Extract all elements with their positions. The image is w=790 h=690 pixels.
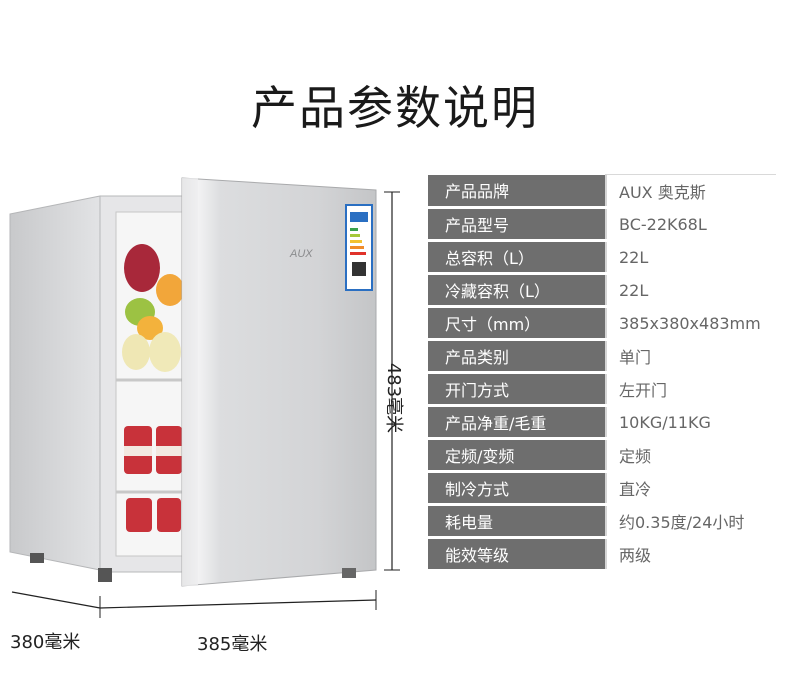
spec-value: 两级 xyxy=(606,537,776,572)
spec-key: 产品型号 xyxy=(428,207,607,242)
spec-key: 产品类别 xyxy=(428,339,607,374)
depth-dimension-line xyxy=(11,591,101,609)
width-dimension-line xyxy=(99,599,377,609)
spec-value: 22L xyxy=(606,273,776,308)
spec-value: BC-22K68L xyxy=(606,207,776,242)
spec-value: 约0.35度/24小时 xyxy=(606,504,776,539)
spec-value: 单门 xyxy=(606,339,776,374)
spec-key: 能效等级 xyxy=(428,537,607,572)
spec-key: 产品净重/毛重 xyxy=(428,405,607,440)
width-label: 385毫米 xyxy=(197,634,268,655)
height-label: 483毫米 xyxy=(383,362,405,434)
spec-row: 产品类别单门 xyxy=(428,339,776,374)
spec-value: AUX 奥克斯 xyxy=(606,174,776,209)
brand-logo: AUX xyxy=(289,248,313,260)
spec-value: 直冷 xyxy=(606,471,776,506)
spec-row: 能效等级两级 xyxy=(428,537,776,572)
spec-value: 385x380x483mm xyxy=(606,306,776,341)
spec-key: 制冷方式 xyxy=(428,471,607,506)
spec-key: 产品品牌 xyxy=(428,174,607,209)
spec-value: 定频 xyxy=(606,438,776,473)
cabinet-side xyxy=(9,195,101,571)
spec-key: 耗电量 xyxy=(428,504,607,539)
spec-row: 耗电量约0.35度/24小时 xyxy=(428,504,776,539)
spec-row: 开门方式左开门 xyxy=(428,372,776,407)
spec-key: 总容积（L） xyxy=(428,240,607,275)
spec-row: 总容积（L）22L xyxy=(428,240,776,275)
fridge-drawing: AUX xyxy=(9,177,400,618)
spec-row: 定频/变频定频 xyxy=(428,438,776,473)
spec-row: 尺寸（mm）385x380x483mm xyxy=(428,306,776,341)
spec-row: 制冷方式直冷 xyxy=(428,471,776,506)
spec-value: 22L xyxy=(606,240,776,275)
page-title: 产品参数说明 xyxy=(251,81,539,135)
spec-key: 定频/变频 xyxy=(428,438,607,473)
spec-key: 开门方式 xyxy=(428,372,607,407)
spec-value: 10KG/11KG xyxy=(606,405,776,440)
spec-value: 左开门 xyxy=(606,372,776,407)
fridge-illustration: AUX 380毫米 385毫米 483毫米 xyxy=(9,177,404,655)
depth-label: 380毫米 xyxy=(10,632,81,653)
spec-key: 冷藏容积（L） xyxy=(428,273,607,308)
spec-key: 尺寸（mm） xyxy=(428,306,607,341)
spec-row: 冷藏容积（L）22L xyxy=(428,273,776,308)
